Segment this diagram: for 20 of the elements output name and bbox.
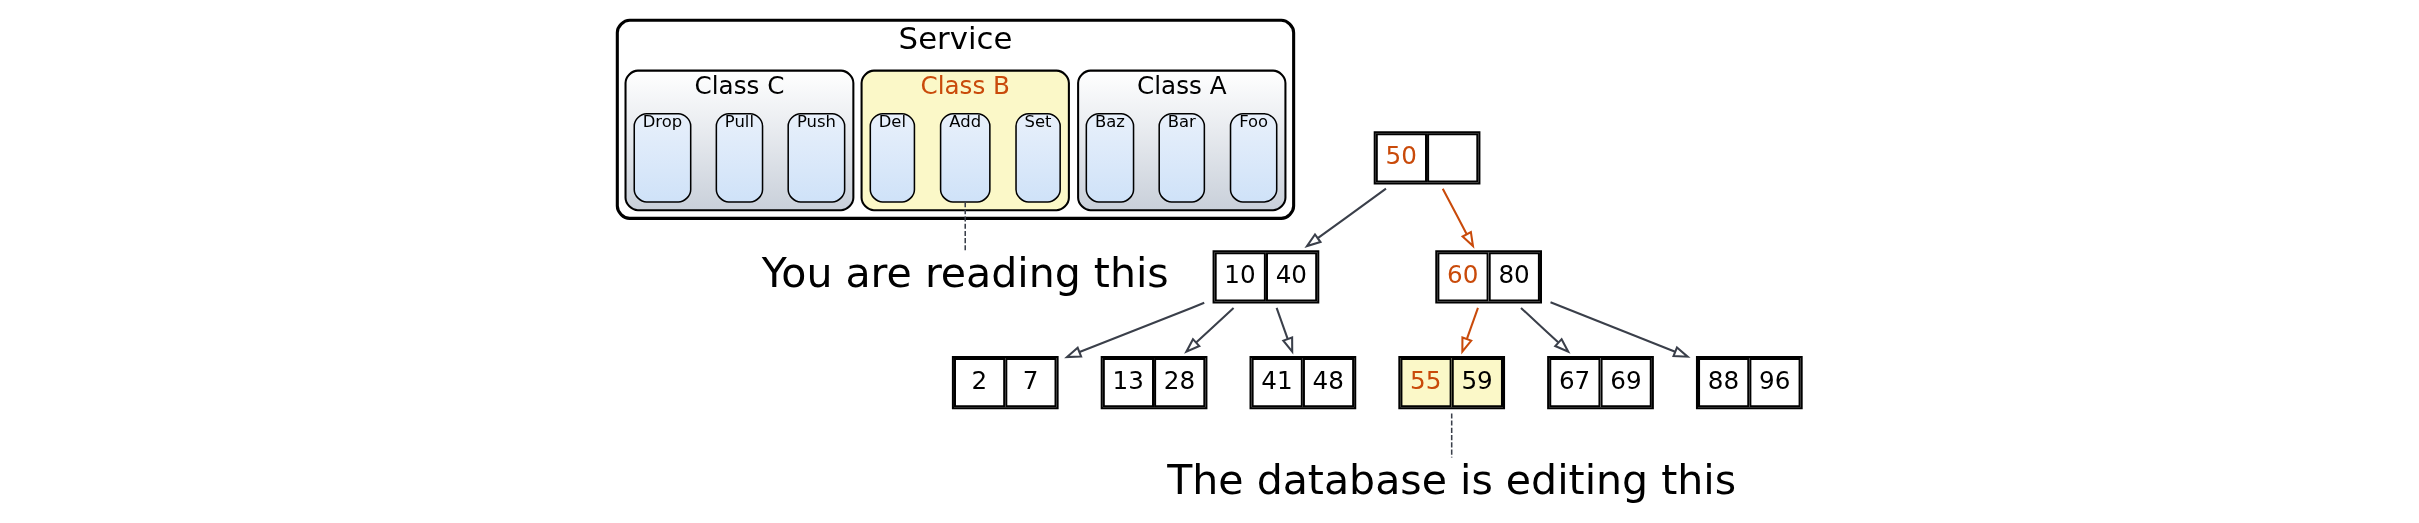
node-box: Bar (1157, 112, 1205, 203)
arrow (1441, 188, 1474, 249)
node-box: Foo (1229, 112, 1277, 203)
node-box: Set (1014, 112, 1061, 203)
node-box: Add (939, 112, 991, 203)
node-box: Baz (1085, 112, 1134, 203)
node-box: Drop (633, 112, 691, 203)
arrow (1303, 187, 1387, 248)
connector (963, 201, 966, 251)
node-box: Push (786, 112, 845, 203)
arrow (1519, 307, 1570, 354)
arrow (1275, 307, 1293, 355)
arrow (1063, 301, 1205, 359)
node-box: Del (869, 112, 915, 203)
node-box: Pull (715, 112, 763, 203)
arrow (1183, 307, 1234, 354)
node-text: You are reading this (761, 249, 1169, 298)
arrow (1549, 301, 1691, 358)
arrow (1460, 307, 1479, 355)
node-text: The database is editing this (1166, 456, 1736, 505)
